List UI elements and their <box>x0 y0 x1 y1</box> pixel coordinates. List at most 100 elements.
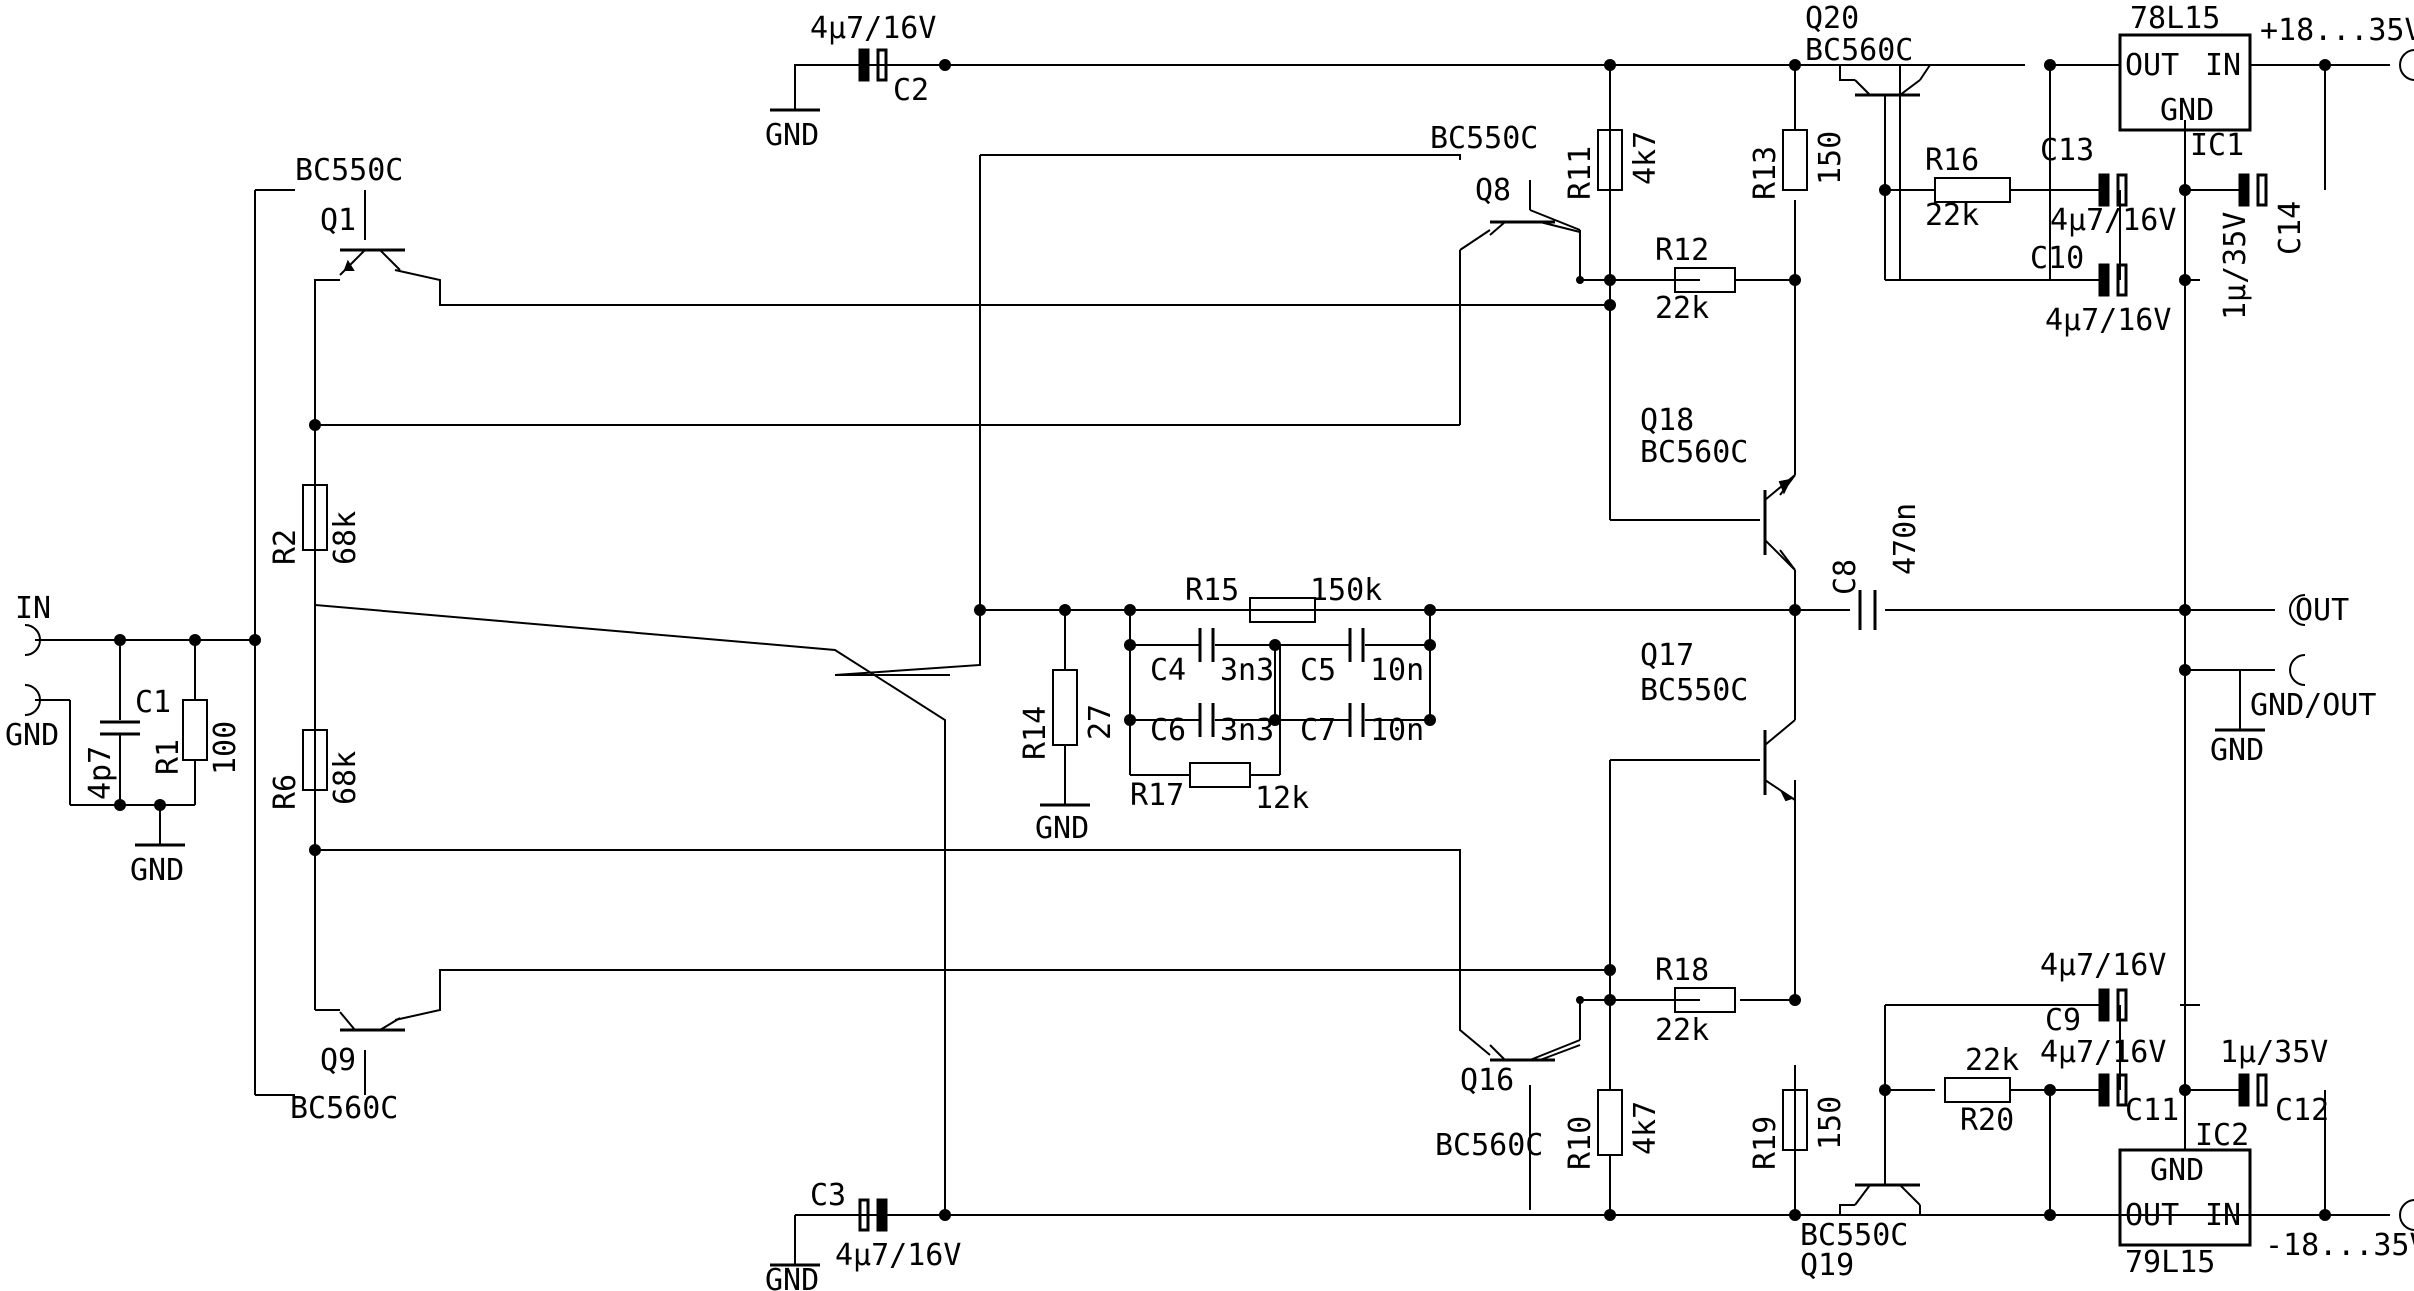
c11-value: 4µ7/16V <box>2040 1035 2166 1070</box>
ic1-box <box>2118 33 2252 132</box>
terminal-gnd-in <box>24 684 41 716</box>
c14-symbol <box>2238 173 2268 207</box>
r18-body <box>1674 987 1736 1013</box>
c3-value: 4µ7/16V <box>835 1238 961 1273</box>
r15-label: R15 <box>1185 573 1239 608</box>
c8-value: 470n <box>1888 503 1923 575</box>
c7-symbol <box>1348 703 1365 737</box>
ic2-type: 79L15 <box>2125 1245 2215 1280</box>
terminal-in <box>24 624 41 656</box>
r14-body <box>1052 669 1078 746</box>
q16-type: BC560C <box>1435 1128 1543 1163</box>
c1-symbol <box>100 720 140 736</box>
r19-label: R19 <box>1748 1116 1783 1170</box>
c10-value: 4µ7/16V <box>2045 303 2171 338</box>
r11-value: 4k7 <box>1628 131 1663 185</box>
capacitors <box>100 48 2268 1232</box>
out-label: OUT <box>2295 593 2349 628</box>
q9-type: BC560C <box>290 1091 398 1126</box>
q1-label: Q1 <box>320 203 356 238</box>
c4-value: 3n3 <box>1220 653 1274 688</box>
ic1-type: 78L15 <box>2130 1 2220 36</box>
r10-label: R10 <box>1563 1116 1598 1170</box>
r6-body <box>302 729 328 791</box>
wires <box>35 64 2390 1265</box>
c2-value: 4µ7/16V <box>810 11 936 46</box>
r16-value: 22k <box>1925 198 1979 233</box>
c8-label: C8 <box>1828 559 1863 595</box>
q19-label: Q19 <box>1800 1248 1854 1283</box>
c11-label: C11 <box>2125 1093 2179 1128</box>
ic1-label: IC1 <box>2190 128 2244 163</box>
r14-value: 27 <box>1083 704 1118 740</box>
c11-symbol <box>2098 1073 2128 1107</box>
r15-value: 150k <box>1310 573 1382 608</box>
c13-label: C13 <box>2040 133 2094 168</box>
gnd-bot-label: GND <box>765 1263 819 1291</box>
r11-body <box>1597 129 1623 191</box>
c6-label: C6 <box>1150 713 1186 748</box>
q16-label: Q16 <box>1460 1063 1514 1098</box>
r16-label: R16 <box>1925 143 1979 178</box>
r18-value: 22k <box>1655 1013 1709 1048</box>
c4-label: C4 <box>1150 653 1186 688</box>
ic2-label: IC2 <box>2195 1118 2249 1153</box>
c12-value: 1µ/35V <box>2220 1035 2328 1070</box>
q18-label: Q18 <box>1640 403 1694 438</box>
r1-body <box>182 699 208 761</box>
in-label: IN <box>15 591 51 626</box>
r14-label: R14 <box>1018 706 1053 760</box>
r10-value: 4k7 <box>1628 1101 1663 1155</box>
r6-value: 68k <box>328 751 363 805</box>
c14-label: C14 <box>2273 201 2308 255</box>
ic1-gnd: GND <box>2160 93 2214 128</box>
r6-label: R6 <box>268 774 303 810</box>
ic1-in: IN <box>2205 48 2241 83</box>
c7-label: C7 <box>1300 713 1336 748</box>
r10-body <box>1597 1089 1623 1156</box>
vneg-label: -18...35V <box>2265 1228 2414 1263</box>
r19-value: 150 <box>1813 1096 1848 1150</box>
r12-value: 22k <box>1655 291 1709 326</box>
terminal-vpos <box>2399 49 2414 81</box>
transistors <box>339 64 1931 1215</box>
c4-symbol <box>1198 628 1215 662</box>
r2-label: R2 <box>268 529 303 565</box>
r11-label: R11 <box>1563 146 1598 200</box>
ic1-out: OUT <box>2125 48 2179 83</box>
r20-label: R20 <box>1960 1103 2014 1138</box>
c2-label: C2 <box>893 73 929 108</box>
terminals <box>24 49 2414 1231</box>
c10-label: C10 <box>2030 241 2084 276</box>
c3-symbol <box>858 1198 888 1232</box>
q17-type: BC550C <box>1640 673 1748 708</box>
r1-label: R1 <box>151 739 186 775</box>
gnd-c1-label: GND <box>130 853 184 888</box>
q9-label: Q9 <box>320 1043 356 1078</box>
c5-value: 10n <box>1370 653 1424 688</box>
r1-value: 100 <box>208 721 243 775</box>
gnd-out2-label: GND <box>2210 733 2264 768</box>
r20-body <box>1944 1077 2011 1103</box>
r13-body <box>1782 129 1808 191</box>
resistors <box>182 129 2011 1156</box>
terminal-gnd-out <box>2289 654 2306 686</box>
c6-symbol <box>1198 703 1215 737</box>
c13-symbol <box>2098 173 2128 207</box>
gnd-out-label: GND/OUT <box>2250 688 2376 723</box>
c13-value: 4µ7/16V <box>2050 203 2176 238</box>
q20-label: Q20 <box>1805 1 1859 36</box>
r2-value: 68k <box>328 511 363 565</box>
r16-body <box>1934 177 2011 203</box>
r17-value: 12k <box>1255 781 1309 816</box>
c3-label: C3 <box>810 1178 846 1213</box>
ic2-out: OUT <box>2125 1198 2179 1233</box>
c1-label: C1 <box>135 685 171 720</box>
gnd-in-label: GND <box>5 718 59 753</box>
q20-type: BC560C <box>1805 33 1913 68</box>
component-labels: 4µ7/16V C2 GND Q20 BC560C 78L15 OUT IN G… <box>5 1 2414 1291</box>
gnd-symbols <box>135 108 2265 1267</box>
c5-label: C5 <box>1300 653 1336 688</box>
terminal-vneg <box>2399 1199 2414 1231</box>
